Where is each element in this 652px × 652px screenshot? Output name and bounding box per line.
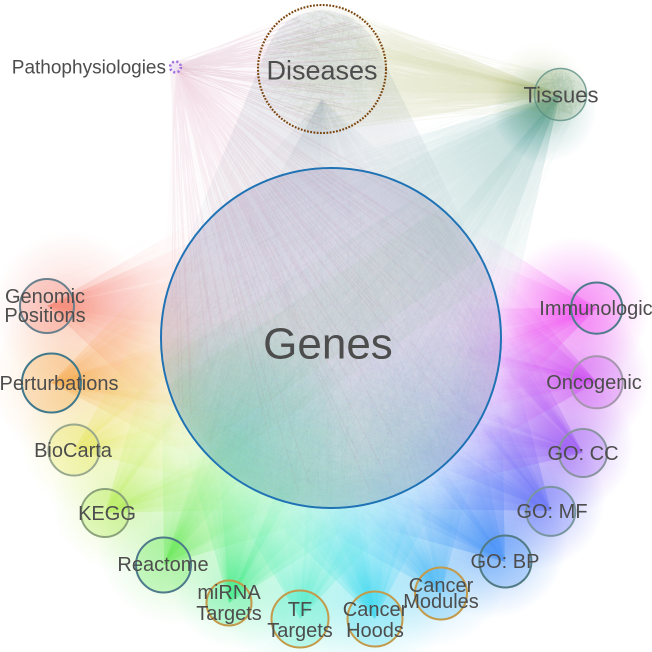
- svg-text:Cancer: Cancer: [343, 599, 408, 621]
- svg-text:KEGG: KEGG: [78, 503, 136, 525]
- svg-text:GO: CC: GO: CC: [547, 443, 618, 465]
- svg-text:Tissues: Tissues: [524, 83, 599, 108]
- svg-text:TF: TF: [288, 599, 312, 621]
- svg-text:Hoods: Hoods: [346, 620, 404, 642]
- svg-text:miRNA: miRNA: [197, 582, 261, 604]
- svg-text:Reactome: Reactome: [117, 554, 208, 576]
- svg-text:Targets: Targets: [196, 603, 262, 625]
- svg-text:GO: MF: GO: MF: [516, 501, 587, 523]
- svg-text:Oncogenic: Oncogenic: [546, 372, 642, 394]
- svg-text:Genomic: Genomic: [5, 286, 85, 308]
- svg-text:Diseases: Diseases: [266, 56, 377, 86]
- svg-text:Genes: Genes: [263, 319, 393, 368]
- svg-text:Modules: Modules: [403, 591, 479, 613]
- svg-text:BioCarta: BioCarta: [34, 440, 113, 462]
- svg-text:Perturbations: Perturbations: [0, 373, 118, 395]
- svg-text:Immunologic: Immunologic: [539, 298, 652, 320]
- svg-text:Positions: Positions: [4, 305, 85, 327]
- svg-text:Pathophysiologies: Pathophysiologies: [12, 58, 166, 79]
- svg-text:Cancer: Cancer: [409, 575, 474, 597]
- svg-text:Targets: Targets: [267, 620, 333, 642]
- svg-text:GO: BP: GO: BP: [471, 551, 540, 573]
